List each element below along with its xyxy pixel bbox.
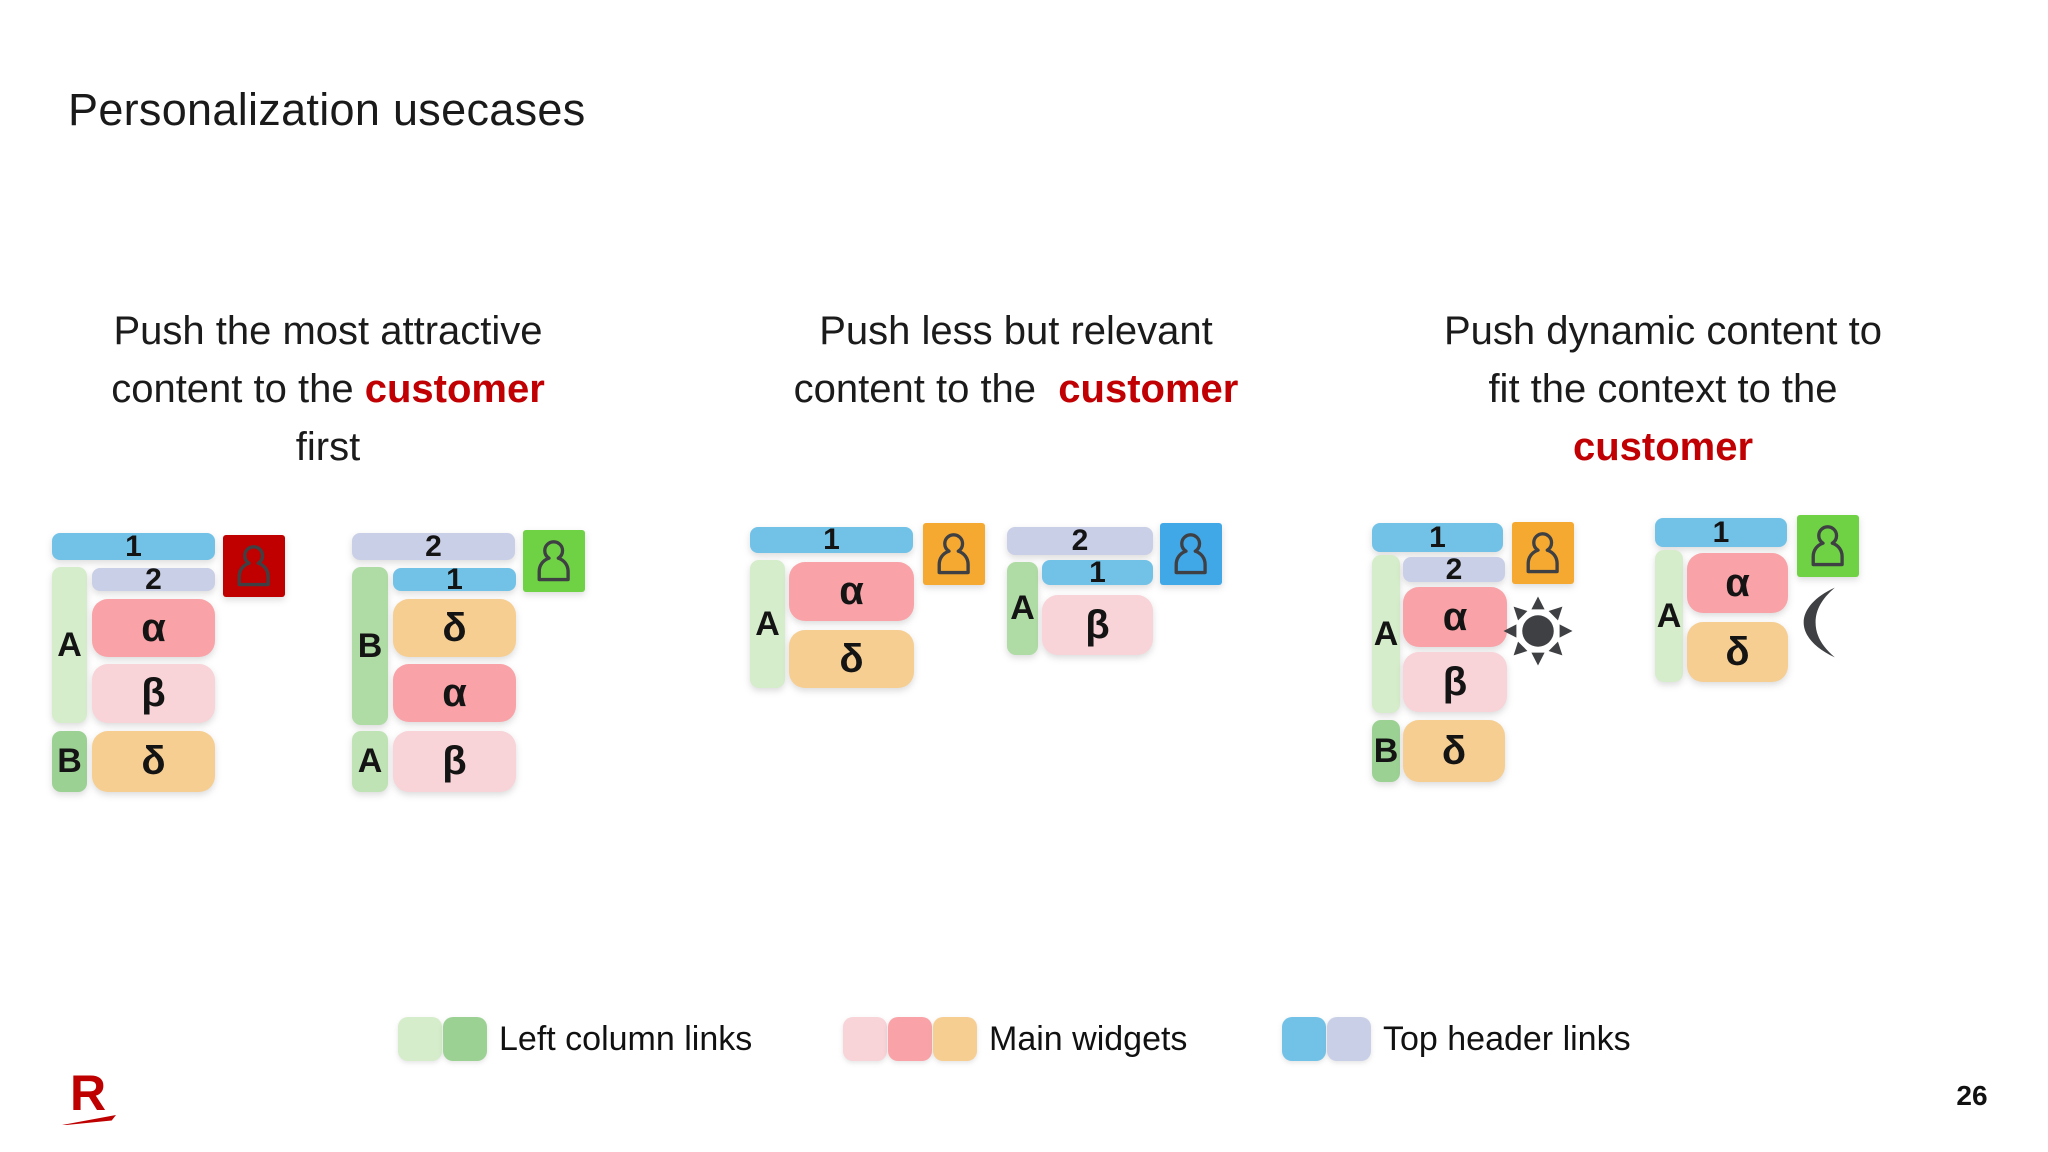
d4-left1-left: A	[1007, 562, 1038, 655]
d2-person-badge	[523, 530, 585, 592]
heading-text: Push dynamic content to	[1443, 309, 1883, 353]
heading-keyword: customer	[364, 367, 545, 411]
d4-top_bar-bar: 2	[1007, 526, 1153, 556]
d6-left1-left: A	[1655, 550, 1683, 682]
legend-swatch-green-medium	[443, 1017, 487, 1061]
heading-line: first	[68, 418, 588, 476]
heading-keyword: customer	[1572, 425, 1754, 469]
heading-text: Push less but relevant	[819, 309, 1213, 353]
d4-person-badge	[1160, 523, 1222, 585]
rakuten-logo: R	[62, 1068, 132, 1130]
heading-text: Push the most attractive	[113, 309, 543, 353]
person-icon	[1811, 525, 1845, 567]
person-icon	[937, 533, 971, 575]
legend-swatch-green-light	[398, 1017, 442, 1061]
d1-bar2-bar: 2	[92, 565, 215, 595]
d3-left1-left: A	[750, 560, 785, 688]
legend-swatch-blue	[1282, 1017, 1326, 1061]
d1-top_bar-bar: 1	[52, 532, 215, 562]
heading-line: customer	[1403, 418, 1923, 476]
d4-bar2-bar: 1	[1042, 558, 1153, 588]
heading-text: content to the	[111, 367, 365, 411]
person-icon	[237, 545, 271, 587]
d4-w1-widget: β	[1042, 595, 1153, 655]
d5-w2-widget: β	[1403, 652, 1507, 712]
heading-text: content to the	[793, 367, 1059, 411]
d3-w1-widget: α	[789, 562, 914, 621]
d1-w2-widget: β	[92, 664, 215, 723]
legend-label: Main widgets	[989, 1020, 1188, 1058]
person-icon	[1174, 533, 1208, 575]
moon-icon	[1803, 587, 1835, 658]
heading-line: Push less but relevant	[756, 302, 1276, 360]
column-3-heading: Push dynamic content to fit the context t…	[1403, 302, 1923, 476]
d6-person-badge	[1797, 515, 1859, 577]
legend-swatch-lavender	[1327, 1017, 1371, 1061]
heading-text: first	[295, 425, 361, 469]
d6-context	[1800, 585, 1844, 660]
d3-w2-widget: δ	[789, 630, 914, 688]
d1-left2-left: B	[52, 731, 87, 792]
column-2-heading: Push less but relevant content to the cus…	[756, 302, 1276, 418]
legend-label: Top header links	[1383, 1020, 1631, 1058]
person-icon	[1526, 532, 1560, 574]
d1-person-badge	[223, 535, 285, 597]
heading-text: fit the context to the	[1488, 367, 1838, 411]
column-1-heading: Push the most attractive content to the c…	[68, 302, 588, 476]
legend-swatch-salmon	[888, 1017, 932, 1061]
d2-left1-left: B	[352, 567, 388, 725]
person-icon	[537, 540, 571, 582]
d5-left2-left: B	[1372, 720, 1400, 782]
d1-left1-left: A	[52, 567, 87, 723]
heading-line: Push the most attractive	[68, 302, 588, 360]
d5-left1-left: A	[1372, 555, 1400, 713]
d6-top_bar-bar: 1	[1655, 518, 1787, 548]
d6-w1-widget: α	[1687, 553, 1788, 613]
sun-icon	[1503, 596, 1573, 666]
d2-bar2-bar: 1	[393, 565, 516, 595]
d3-top_bar-bar: 1	[750, 525, 913, 555]
heading-line: content to the customer	[756, 360, 1276, 418]
d5-top_bar-bar: 1	[1372, 523, 1503, 553]
d3-person-badge	[923, 523, 985, 585]
page-number: 26	[1956, 1080, 1988, 1111]
d2-w1-widget: δ	[393, 599, 516, 657]
legend-swatch-orange	[933, 1017, 977, 1061]
d5-bar2-bar: 2	[1403, 555, 1505, 585]
heading-keyword: customer	[1058, 367, 1239, 411]
d2-top_bar-bar: 2	[352, 532, 515, 562]
d2-w3-widget: β	[393, 731, 516, 792]
rakuten-r-letter: R	[70, 1065, 107, 1121]
legend-label: Left column links	[499, 1020, 753, 1058]
heading-line: content to the customer	[68, 360, 588, 418]
page-title: Personalization usecases	[68, 84, 586, 135]
d1-w3-widget: δ	[92, 731, 215, 792]
d1-w1-widget: α	[92, 599, 215, 657]
d5-w3-widget: δ	[1403, 720, 1505, 782]
d2-left2-left: A	[352, 731, 388, 792]
heading-line: fit the context to the	[1403, 360, 1923, 418]
d2-w2-widget: α	[393, 664, 516, 722]
d5-w1-widget: α	[1403, 587, 1507, 647]
d5-context	[1502, 593, 1574, 669]
d6-w2-widget: δ	[1687, 622, 1788, 682]
legend-swatch-pink	[843, 1017, 887, 1061]
d5-person-badge	[1512, 522, 1574, 584]
rakuten-swoosh	[62, 1115, 116, 1125]
heading-line: Push dynamic content to	[1403, 302, 1923, 360]
